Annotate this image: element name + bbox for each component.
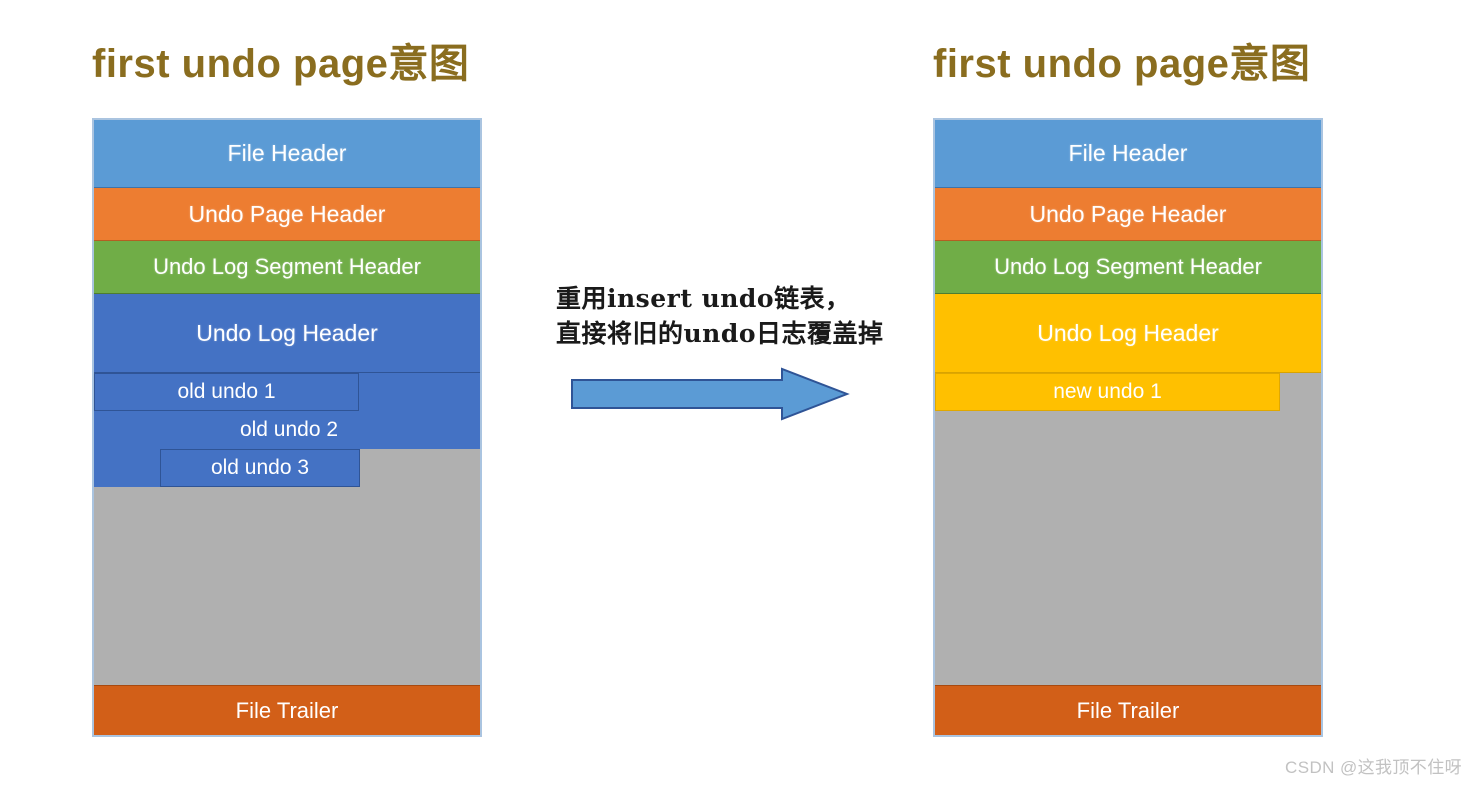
left-undo-page-panel: File Header Undo Page Header Undo Log Se…: [92, 118, 482, 737]
left-undo-record-label-1: old undo 1: [177, 380, 276, 403]
left-undo-record-row: old undo 2: [94, 411, 480, 449]
left-undo-record-row: old undo 3: [94, 449, 480, 487]
left-undo-log-header-label: Undo Log Header: [196, 319, 378, 346]
left-panel-inner: File Header Undo Page Header Undo Log Se…: [94, 120, 480, 735]
right-undo-record-box-1: new undo 1: [935, 373, 1280, 411]
right-undo-record-label-1: new undo 1: [1053, 380, 1162, 403]
center-annotation-line-2: 直接将旧的undo日志覆盖掉: [556, 318, 884, 348]
right-band-undo-log-header: Undo Log Header: [935, 294, 1321, 373]
left-undo-record-box-1: old undo 1: [94, 373, 359, 411]
right-undo-log-segment-header-label: Undo Log Segment Header: [994, 254, 1262, 279]
right-undo-log-header-label: Undo Log Header: [1037, 319, 1219, 346]
left-file-header-label: File Header: [227, 140, 347, 166]
left-undo-page-header-label: Undo Page Header: [188, 200, 386, 227]
right-undo-record-row: new undo 1: [935, 373, 1321, 411]
transition-arrow: [570, 366, 850, 422]
left-undo-record-label-2: old undo 2: [239, 418, 339, 441]
center-annotation: 重用insert undo链表， 直接将旧的undo日志覆盖掉: [556, 282, 916, 351]
left-undo-record-label-3: old undo 3: [210, 456, 310, 479]
right-undo-page-panel: File Header Undo Page Header Undo Log Se…: [933, 118, 1323, 737]
right-band-file-header: File Header: [935, 120, 1321, 188]
left-diagram-title: first undo page意图: [92, 42, 470, 86]
right-arrow-icon: [571, 367, 850, 421]
left-undo-record-box-3: old undo 3: [160, 449, 360, 487]
center-annotation-line-1: 重用insert undo链表，: [556, 284, 851, 313]
right-panel-inner: File Header Undo Page Header Undo Log Se…: [935, 120, 1321, 735]
right-band-undo-log-segment-header: Undo Log Segment Header: [935, 241, 1321, 294]
left-file-trailer-label: File Trailer: [235, 697, 339, 723]
right-file-trailer-label: File Trailer: [1076, 697, 1180, 723]
left-undo-row3-blue-strip: [94, 449, 160, 487]
right-diagram-title: first undo page意图: [933, 42, 1311, 86]
right-band-file-trailer: File Trailer: [935, 685, 1321, 735]
left-band-undo-log-segment-header: Undo Log Segment Header: [94, 241, 480, 294]
left-band-undo-page-header: Undo Page Header: [94, 188, 480, 241]
left-undo-record-box-2: old undo 2: [94, 411, 480, 449]
left-undo-record-row: old undo 1: [94, 373, 480, 411]
right-band-undo-page-header: Undo Page Header: [935, 188, 1321, 241]
right-undo-page-header-label: Undo Page Header: [1029, 200, 1227, 227]
left-band-file-trailer: File Trailer: [94, 685, 480, 735]
left-band-undo-log-header: Undo Log Header: [94, 294, 480, 373]
right-file-header-label: File Header: [1068, 140, 1188, 166]
left-undo-log-segment-header-label: Undo Log Segment Header: [153, 254, 421, 279]
watermark: CSDN @这我顶不住呀: [1285, 758, 1462, 777]
left-band-file-header: File Header: [94, 120, 480, 188]
